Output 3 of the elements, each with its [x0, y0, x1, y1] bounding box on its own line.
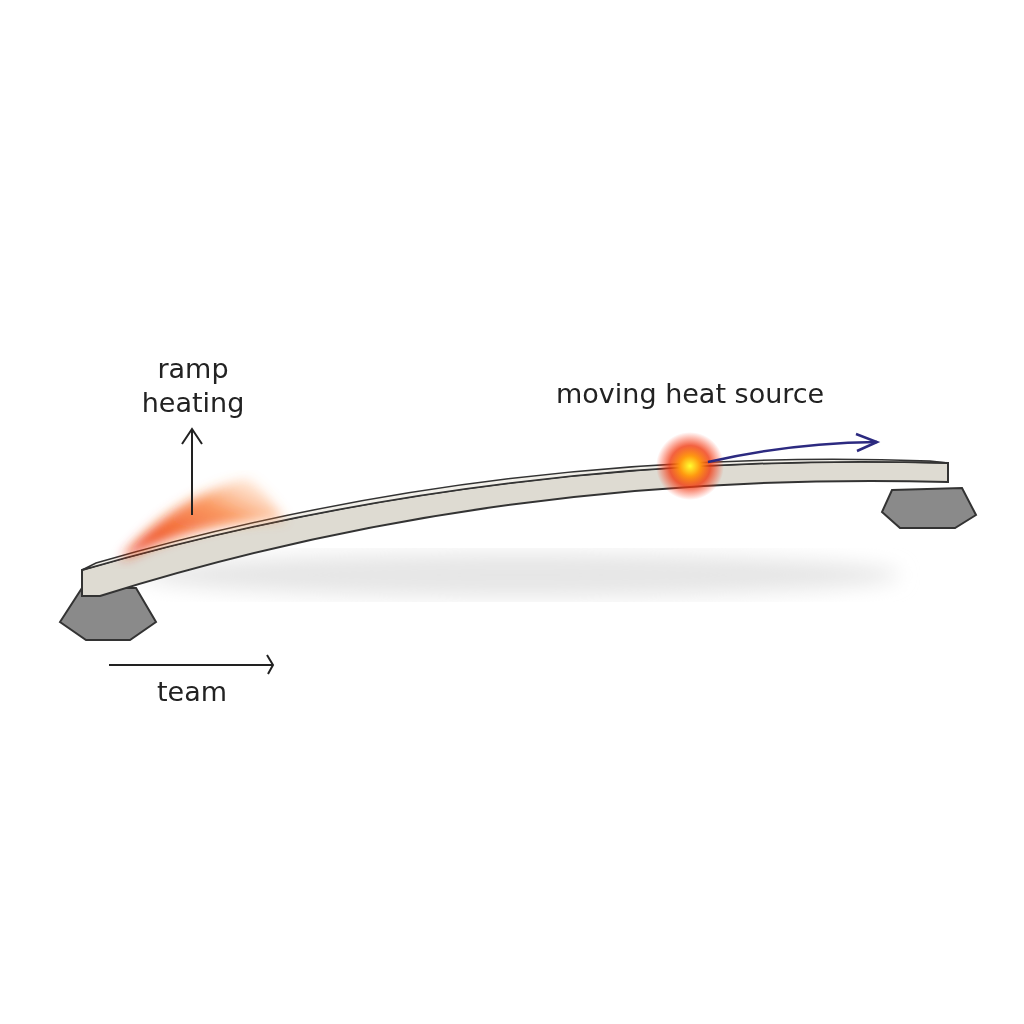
callout-label: ramp heating [140, 352, 246, 420]
callout-label: moving heat source [556, 377, 825, 411]
axis-label: team [157, 675, 228, 709]
